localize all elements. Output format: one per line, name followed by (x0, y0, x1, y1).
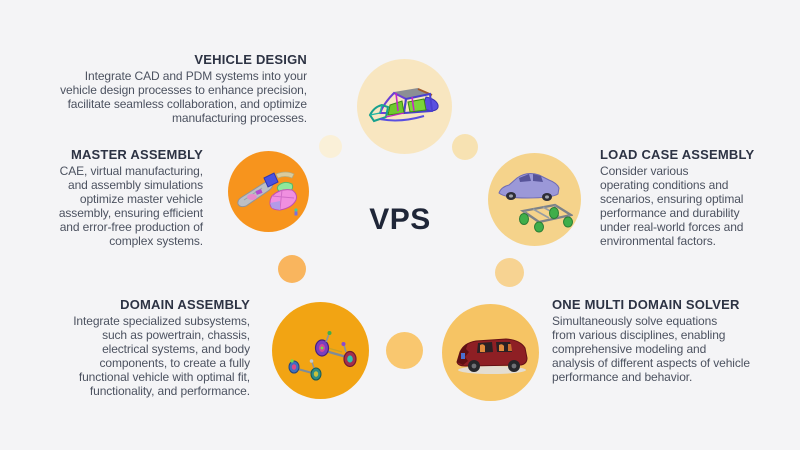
section-domain-assembly: DOMAIN ASSEMBLY Integrate specialized su… (8, 297, 250, 398)
domain-assembly-circle (272, 302, 369, 399)
center-label-vps: VPS (369, 203, 431, 236)
load-case-assembly-description: Consider various operating conditions an… (600, 164, 744, 248)
crash-test-car-icon (455, 337, 528, 374)
vehicle-design-circle (357, 59, 452, 154)
one-multi-domain-solver-title: ONE MULTI DOMAIN SOLVER (552, 297, 740, 312)
section-vehicle-design: VEHICLE DESIGN Integrate CAD and PDM sys… (27, 52, 307, 125)
master-assembly-circle (228, 151, 309, 232)
decorative-dot (386, 332, 423, 369)
vehicle-design-description: Integrate CAD and PDM systems into your … (60, 69, 307, 125)
load-case-assembly-title: LOAD CASE ASSEMBLY (600, 147, 755, 162)
wireframe-car-body-icon (368, 87, 439, 122)
section-load-case-assembly: LOAD CASE ASSEMBLY Consider various oper… (600, 147, 796, 248)
car-on-test-rig-icon (497, 172, 573, 232)
load-case-assembly-circle (488, 153, 581, 246)
exploded-car-panels-icon (236, 171, 298, 215)
vehicle-design-title: VEHICLE DESIGN (194, 52, 307, 67)
one-multi-domain-solver-description: Simultaneously solve equations from vari… (552, 314, 750, 384)
domain-assembly-title: DOMAIN ASSEMBLY (120, 297, 250, 312)
master-assembly-description: CAE, virtual manufacturing, and assembly… (58, 164, 203, 248)
decorative-dot (319, 135, 342, 158)
section-one-multi-domain-solver: ONE MULTI DOMAIN SOLVER Simultaneously s… (552, 297, 798, 384)
decorative-dot (452, 134, 478, 160)
master-assembly-title: MASTER ASSEMBLY (70, 147, 203, 162)
axle-subsystems-icon (288, 330, 357, 380)
decorative-dot (278, 255, 306, 283)
domain-assembly-description: Integrate specialized subsystems, such a… (73, 314, 250, 398)
section-master-assembly: MASTER ASSEMBLY CAE, virtual manufacturi… (3, 147, 203, 248)
decorative-dot (495, 258, 524, 287)
one-multi-domain-solver-circle (442, 304, 539, 401)
